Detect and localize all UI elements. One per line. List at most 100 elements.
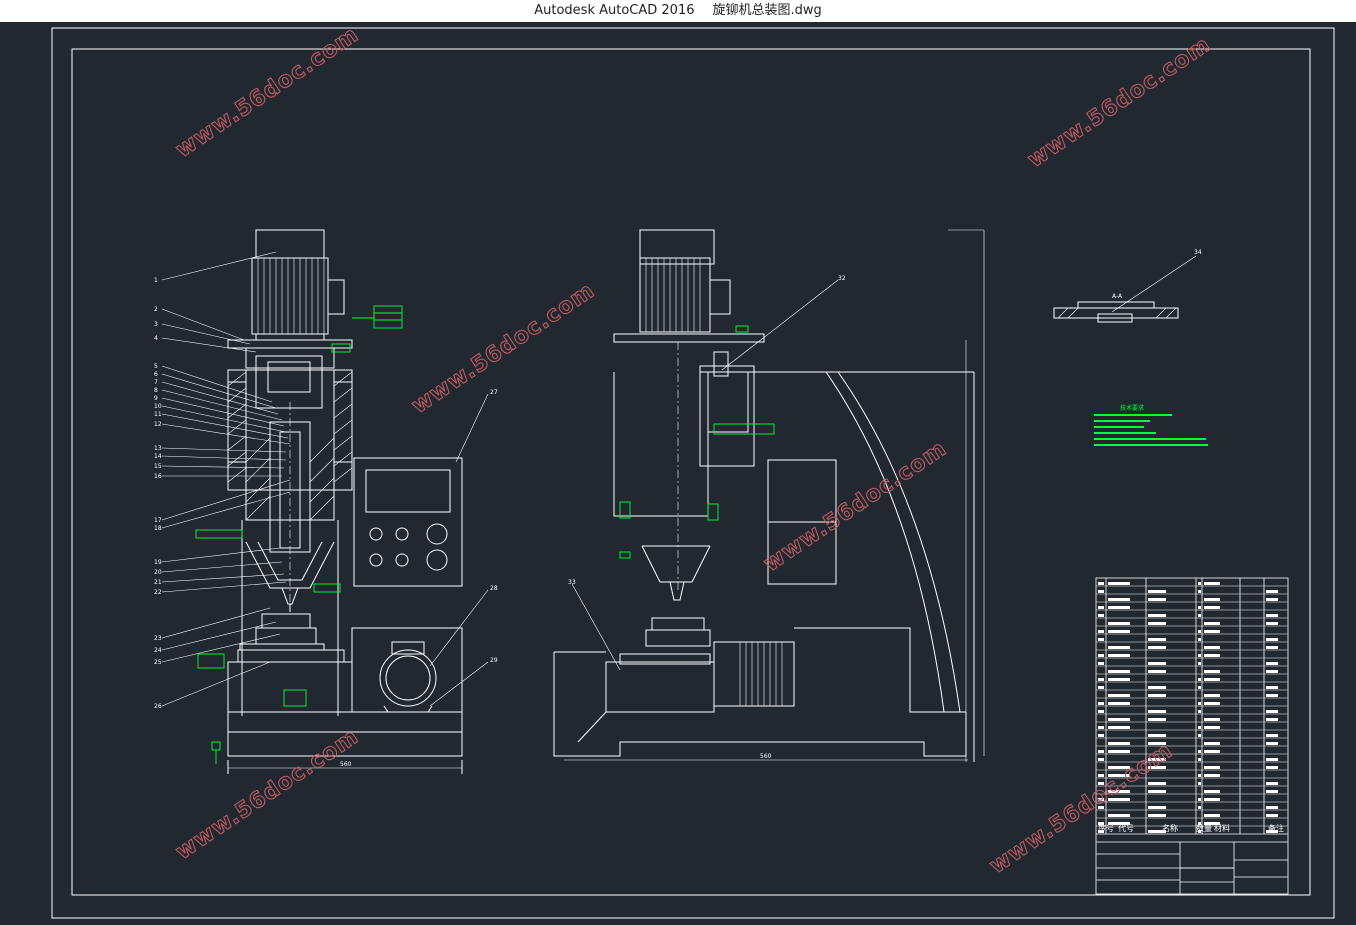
bom-cell-text bbox=[1148, 782, 1166, 785]
left-dimension-text: 560 bbox=[340, 761, 352, 768]
part-number-label: 19 bbox=[154, 559, 162, 566]
bom-cell-text bbox=[1198, 774, 1201, 777]
bom-cell-text bbox=[1148, 718, 1166, 721]
bom-cell-text bbox=[1098, 702, 1104, 705]
part-number-label: 32 bbox=[838, 275, 846, 282]
bom-cell-text bbox=[1204, 678, 1220, 681]
part-number-label: 26 bbox=[154, 703, 162, 710]
bom-cell-text bbox=[1204, 798, 1220, 801]
bom-cell-text bbox=[1198, 678, 1201, 681]
part-number-label: 25 bbox=[154, 659, 162, 666]
part-number-label: 21 bbox=[154, 579, 162, 586]
part-number-label: 9 bbox=[154, 395, 158, 402]
detail-part-number: 34 bbox=[1194, 249, 1202, 256]
bom-cell-text bbox=[1148, 806, 1166, 809]
bom-cell-text bbox=[1266, 734, 1278, 737]
bom-cell-text bbox=[1198, 798, 1201, 801]
bom-cell-text bbox=[1148, 830, 1166, 833]
bom-cell-text bbox=[1098, 758, 1104, 761]
bom-cell-text bbox=[1108, 630, 1130, 633]
bom-cell-text bbox=[1266, 662, 1278, 665]
part-number-label: 16 bbox=[154, 473, 162, 480]
part-number-label: 8 bbox=[154, 387, 158, 394]
cad-drawing: 序号 代号 名称 数量 材料 备注 技术要求 12345678910111213… bbox=[51, 22, 1335, 919]
bom-cell-text bbox=[1198, 830, 1201, 833]
bom-cell-text bbox=[1266, 590, 1278, 593]
watermark-4: www.56doc.com bbox=[759, 436, 951, 577]
watermark-3: www.56doc.com bbox=[1023, 32, 1215, 173]
bom-cell-text bbox=[1108, 622, 1130, 625]
bom-cell-text bbox=[1204, 630, 1220, 633]
bom-cell-text bbox=[1108, 766, 1130, 769]
bom-cell-text bbox=[1266, 638, 1278, 641]
bom-cell-text bbox=[1198, 614, 1201, 617]
bom-cell-text bbox=[1266, 782, 1278, 785]
bom-cell-text bbox=[1204, 582, 1220, 585]
bom-cell-text bbox=[1198, 630, 1201, 633]
inner-frame bbox=[71, 48, 1311, 896]
bom-cell-text bbox=[1266, 646, 1278, 649]
part-number-label: 33 bbox=[568, 579, 576, 586]
bom-header-no: 序号 bbox=[1098, 823, 1114, 833]
right-dimension-text: 560 bbox=[760, 753, 772, 760]
watermark-1: www.56doc.com bbox=[171, 22, 363, 163]
bom-cell-text bbox=[1098, 582, 1104, 585]
bom-cell-text bbox=[1148, 758, 1166, 761]
bom-cell-text bbox=[1198, 686, 1201, 689]
bom-cell-text bbox=[1266, 766, 1278, 769]
bom-header-name: 名称 bbox=[1162, 823, 1178, 833]
part-number-label: 17 bbox=[154, 517, 162, 524]
bom-cell-text bbox=[1098, 590, 1104, 593]
bom-cell-text bbox=[1266, 830, 1278, 833]
part-number-label: 27 bbox=[490, 389, 498, 396]
part-number-label: 3 bbox=[154, 321, 158, 328]
bom-cell-text bbox=[1098, 774, 1104, 777]
part-number-label: 24 bbox=[154, 647, 162, 654]
bom-cell-text bbox=[1204, 702, 1220, 705]
bom-cell-text bbox=[1204, 694, 1220, 697]
part-number-label: 13 bbox=[154, 445, 162, 452]
bom-cell-text bbox=[1108, 646, 1130, 649]
bom-cell-text bbox=[1198, 734, 1201, 737]
right-view bbox=[553, 229, 985, 762]
bom-cell-text bbox=[1098, 798, 1104, 801]
bom-cell-text bbox=[1098, 710, 1104, 713]
part-number-label: 7 bbox=[154, 379, 158, 386]
bom-cell-text bbox=[1198, 806, 1201, 809]
bom-cell-text bbox=[1148, 710, 1166, 713]
part-number-label: 22 bbox=[154, 589, 162, 596]
bom-cell-text bbox=[1148, 622, 1166, 625]
bom-cell-text bbox=[1198, 654, 1201, 657]
bom-cell-text bbox=[1198, 710, 1201, 713]
bom-table bbox=[1095, 577, 1289, 895]
bom-cells bbox=[1098, 582, 1278, 833]
bom-cell-text bbox=[1266, 686, 1278, 689]
bom-cell-text bbox=[1098, 614, 1104, 617]
app-title: Autodesk AutoCAD 2016 bbox=[534, 3, 695, 18]
watermark-2: www.56doc.com bbox=[407, 278, 599, 419]
bom-cell-text bbox=[1098, 822, 1104, 825]
bom-cell-text bbox=[1098, 654, 1104, 657]
bom-cell-text bbox=[1266, 742, 1278, 745]
tech-requirements: 技术要求 bbox=[1094, 404, 1208, 446]
bom-cell-text bbox=[1266, 614, 1278, 617]
bom-cell-text bbox=[1148, 814, 1166, 817]
bom-cell-text bbox=[1148, 790, 1166, 793]
bom-cell-text bbox=[1108, 718, 1130, 721]
part-number-label: 23 bbox=[154, 635, 162, 642]
bom-cell-text bbox=[1266, 670, 1278, 673]
bom-cell-text bbox=[1198, 590, 1201, 593]
bom-cell-text bbox=[1108, 742, 1130, 745]
bom-cell-text bbox=[1204, 822, 1220, 825]
bom-cell-text bbox=[1266, 598, 1278, 601]
bom-cell-text bbox=[1098, 830, 1104, 833]
part-number-label: 6 bbox=[154, 371, 158, 378]
watermark-5: www.56doc.com bbox=[171, 724, 363, 865]
part-number-label: 12 bbox=[154, 421, 162, 428]
part-number-label: 5 bbox=[154, 363, 158, 370]
bom-cell-text bbox=[1108, 814, 1130, 817]
outer-frame bbox=[51, 27, 1335, 919]
bom-cell-text bbox=[1204, 774, 1220, 777]
part-number-label: 10 bbox=[154, 403, 162, 410]
